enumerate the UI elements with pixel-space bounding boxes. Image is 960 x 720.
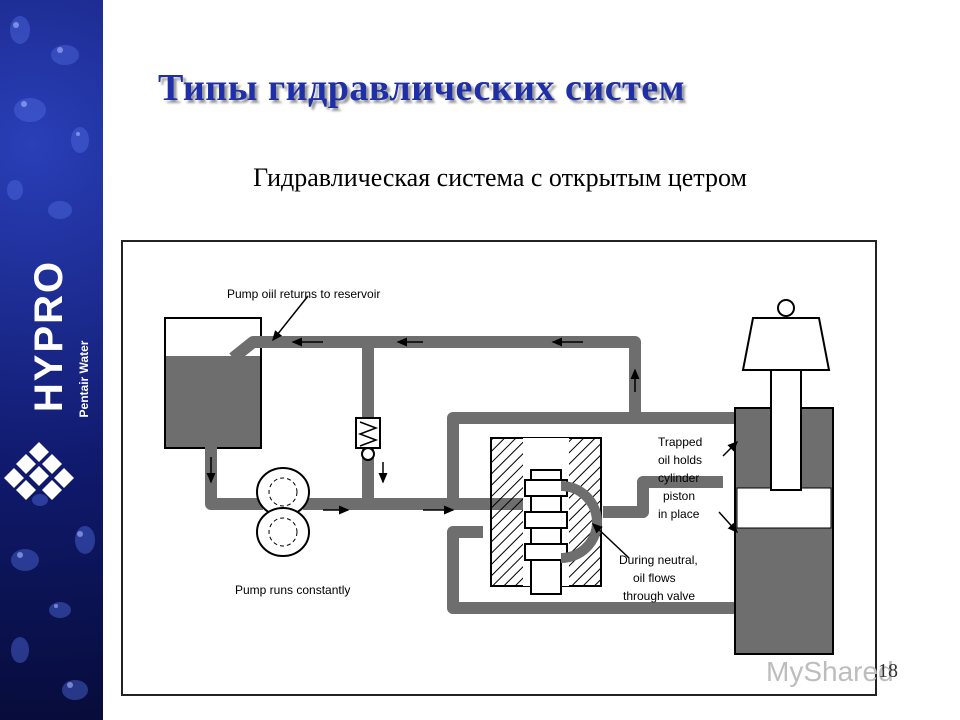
brand-diamond-logo-icon (4, 442, 74, 500)
label-neutral-flow: During neutral, oil flows through valve (619, 553, 698, 603)
control-valve (490, 437, 602, 595)
water-drops-background (7, 16, 95, 700)
page-number: 18 (878, 660, 898, 682)
slide-subtitle: Гидравлическая система с открытым цетром (253, 163, 747, 192)
label-return-to-reservoir: Pump oiil returns to reservoir (227, 287, 380, 301)
label-pump-runs: Pump runs constantly (235, 583, 350, 597)
svg-text:cylinder: cylinder (658, 471, 699, 485)
flow-arrows (206, 337, 640, 515)
pump (256, 467, 310, 557)
svg-text:Trapped: Trapped (658, 435, 702, 449)
svg-text:in place: in place (658, 507, 700, 521)
brand-sidebar: HYPRO Pentair Water (0, 0, 103, 720)
brand-tagline: Pentair Water (77, 340, 91, 418)
label-trapped-oil: Trapped oil holds cylinder piston in pla… (658, 435, 702, 521)
svg-text:piston: piston (663, 489, 695, 503)
relief-valve (355, 417, 381, 461)
svg-text:through valve: through valve (623, 589, 695, 603)
watermark-logo: MyShared (766, 656, 894, 687)
hydraulic-diagram: Pump oiil returns to reservoir Pump runs… (121, 240, 877, 696)
hydraulic-cylinder (734, 299, 834, 655)
reservoir-tank (164, 317, 262, 449)
hydraulic-schematic: Pump oiil returns to reservoir Pump runs… (164, 287, 834, 655)
brand-logo-text: HYPRO (27, 259, 71, 413)
slide-title: Типы гидравлических систем (158, 67, 686, 109)
svg-text:oil holds: oil holds (658, 453, 702, 467)
callout-lines (272, 295, 739, 559)
svg-text:During neutral,: During neutral, (619, 553, 698, 567)
svg-text:oil flows: oil flows (633, 571, 676, 585)
